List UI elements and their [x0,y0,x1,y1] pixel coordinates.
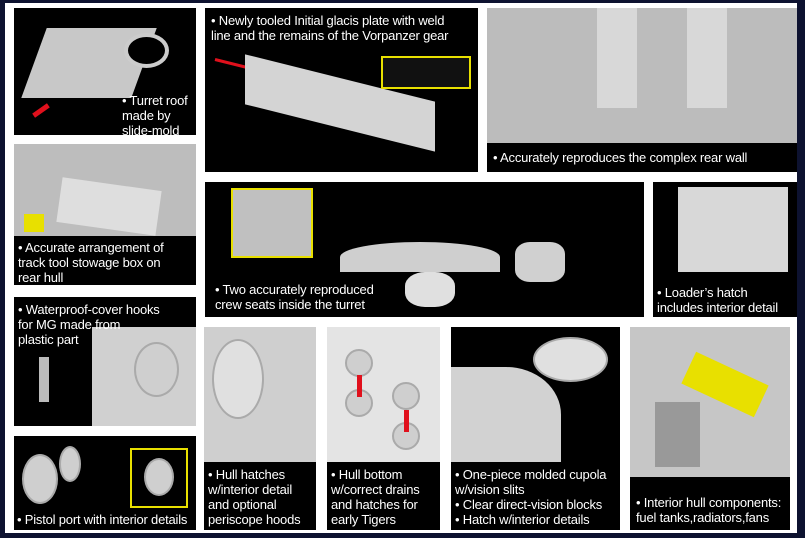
panel-turret-roof: • Turret roof made by slide-mold [14,8,196,135]
pistol-port-flange [22,454,58,504]
caption-hull-hatches: • Hull hatches w/interior detail and opt… [208,467,301,527]
caption-loader-hatch: • Loader’s hatch includes interior detai… [657,285,778,315]
pistol-port-inset [130,448,188,508]
panel-crew-seats: • Two accurately reproduced crew seats i… [205,182,644,317]
caption-cupola: • One-piece molded cupola w/vision slits… [455,467,607,527]
arrow-icon [32,103,50,118]
panel-hull-bottom: • Hull bottom w/correct drains and hatch… [327,327,440,530]
panel-glacis: • Newly tooled Initial glacis plate with… [205,8,478,172]
panel-pistol-port: • Pistol port with interior details [14,436,196,530]
caption-track-box: • Accurate arrangement of track tool sto… [18,240,164,285]
hull-bottom-image [327,327,440,462]
caption-turret-roof: • Turret roof made by slide-mold [122,93,188,135]
turret-ring-image [340,242,500,272]
cupola-ring [124,33,169,68]
panel-mg-hooks: • Waterproof-cover hooks for MG made fro… [14,297,196,426]
panel-hull-hatches: • Hull hatches w/interior detail and opt… [204,327,316,530]
caption-hull-bottom: • Hull bottom w/correct drains and hatch… [331,467,420,527]
hook-image [134,342,179,397]
arrow-icon [357,375,362,397]
crew-seat-image-2 [515,242,565,282]
arrow-icon [404,410,409,432]
caption-mg-hooks: • Waterproof-cover hooks for MG made fro… [18,302,160,347]
cupola-image [451,367,561,462]
panel-loader-hatch: • Loader’s hatch includes interior detai… [653,182,797,317]
caption-pistol-port: • Pistol port with interior details [17,512,188,527]
interior-image [630,327,790,477]
panel-rear-wall: • Accurately reproduces the complex rear… [487,8,797,172]
weld-detail-inset [381,56,471,89]
caption-crew-seats: • Two accurately reproduced crew seats i… [215,282,374,312]
rear-wall-image [487,8,797,143]
crew-seat-image [405,272,455,307]
panel-track-box: • Accurate arrangement of track tool sto… [14,144,196,285]
seat-detail-inset [231,188,313,258]
caption-glacis: • Newly tooled Initial glacis plate with… [211,13,449,43]
caption-interior: • Interior hull components: fuel tanks,r… [636,495,782,525]
panel-cupola: • One-piece molded cupola w/vision slits… [451,327,620,530]
panel-interior: • Interior hull components: fuel tanks,r… [630,327,790,530]
radiator-image [655,402,700,467]
loader-hatch-image [678,187,788,272]
hook-part-image [39,357,49,402]
pistol-port-plug [59,446,81,482]
cupola-ring-image [533,337,608,382]
caption-rear-wall: • Accurately reproduces the complex rear… [493,150,748,165]
